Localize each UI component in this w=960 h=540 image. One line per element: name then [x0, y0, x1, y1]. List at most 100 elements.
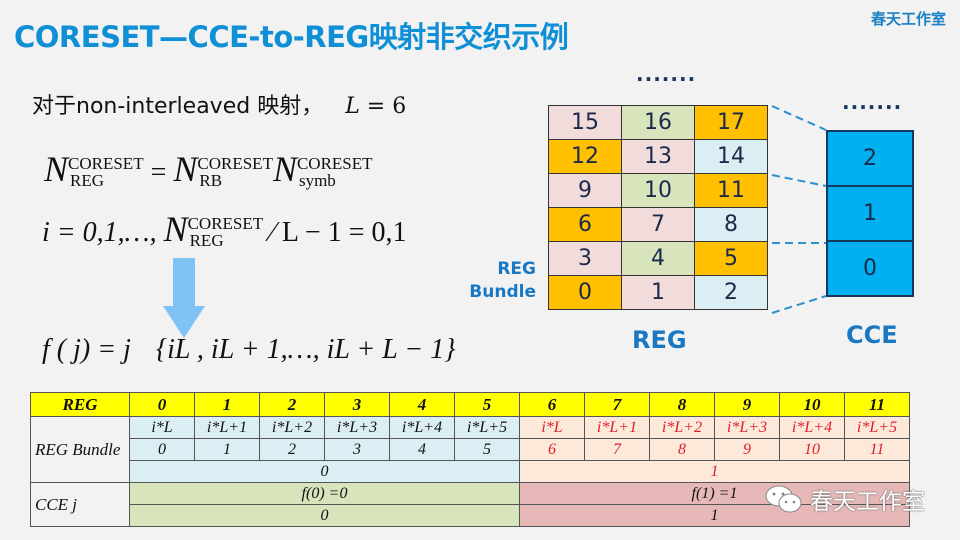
symbol-N: N: [44, 149, 69, 189]
symbol-N: N: [173, 149, 198, 189]
reg-cell: 13: [621, 139, 695, 174]
reg-grid-row: 9 10 11: [548, 173, 768, 208]
bundle-value: 1: [194, 438, 260, 461]
cce-cell: 0: [826, 240, 914, 297]
reg-index: 10: [779, 392, 845, 417]
bundle-value: 10: [779, 438, 845, 461]
bundle-formula: i*L+2: [649, 416, 715, 439]
reg-grid-row: 3 4 5: [548, 241, 768, 276]
reg-cell: 16: [621, 105, 695, 140]
reg-bundle-label-line1: REG: [497, 259, 536, 279]
reg-grid-row: 6 7 8: [548, 207, 768, 242]
cce-cell: 1: [826, 185, 914, 242]
bundle-formula: i*L+3: [324, 416, 390, 439]
reg-index: 6: [519, 392, 585, 417]
reg-cell: 2: [694, 275, 768, 310]
cce-column: 2 1 0: [826, 130, 914, 297]
table-row-cce-index: 0 1: [31, 504, 910, 527]
bundle-value: 6: [519, 438, 585, 461]
reg-index: 5: [454, 392, 520, 417]
brand-logo-text: 春天工作室: [870, 10, 946, 28]
reg-grid-row: 15 16 17: [548, 105, 768, 140]
cce-column-label: CCE: [846, 321, 898, 349]
bundle-value: 4: [389, 438, 455, 461]
bundle-formula: i*L+3: [714, 416, 780, 439]
reg-cell: 0: [548, 275, 622, 310]
reg-bundle-label-line2: Bundle: [469, 282, 536, 302]
reg-cell: 10: [621, 173, 695, 208]
table-row-bundle-values: 0 1 2 3 4 5 6 7 8 9 10 11: [31, 438, 910, 461]
reg-cell: 7: [621, 207, 695, 242]
reg-index: 1: [194, 392, 260, 417]
row-label-reg-bundle: REG Bundle: [30, 416, 130, 483]
bundle-value: 8: [649, 438, 715, 461]
symbol-N: N: [163, 209, 188, 249]
reg-index: 7: [584, 392, 650, 417]
bundle-value: 5: [454, 438, 520, 461]
reg-index: 3: [324, 392, 390, 417]
watermark: 春天工作室: [764, 482, 925, 516]
reg-grid-row: 0 1 2: [548, 275, 768, 310]
reg-ellipsis: .......: [636, 62, 697, 86]
reg-cell: 14: [694, 139, 768, 174]
superscript: CORESET: [296, 153, 373, 173]
bundle-value: 11: [844, 438, 910, 461]
reg-index: 8: [649, 392, 715, 417]
row-label-cce-j: CCE j: [30, 482, 130, 527]
bundle-formula: i*L: [519, 416, 585, 439]
superscript: CORESET: [68, 153, 144, 173]
down-arrow-icon: [163, 258, 205, 338]
cce-ellipsis: .......: [842, 90, 903, 114]
mapping-table: REG 0 1 2 3 4 5 6 7 8 9 10 11 REG Bundle…: [30, 392, 910, 527]
table-row-bundle-index: 0 1: [31, 460, 910, 483]
bundle-value: 0: [129, 438, 195, 461]
wechat-icon: [765, 485, 802, 513]
reg-cell: 17: [694, 105, 768, 140]
subscript: REG: [189, 230, 224, 250]
reg-cell: 6: [548, 207, 622, 242]
bundle-formula: i*L+5: [844, 416, 910, 439]
bundle-formula: i*L+1: [194, 416, 260, 439]
math-eq-value: = 6: [359, 94, 407, 119]
header-label: REG: [30, 392, 130, 417]
reg-index: 11: [844, 392, 910, 417]
cce-cell: 2: [826, 130, 914, 187]
bundle-index: 0: [129, 460, 520, 483]
subscript: RB: [199, 170, 223, 190]
reg-index: 4: [389, 392, 455, 417]
function-def: f ( j) = j: [42, 334, 131, 365]
reg-cell: 12: [548, 139, 622, 174]
bundle-value: 7: [584, 438, 650, 461]
cce-function: f(0) =0: [129, 482, 520, 505]
reg-grid: 15 16 17 12 13 14 9 10 11 6 7 8 3 4 5 0 …: [548, 105, 768, 310]
reg-cell: 1: [621, 275, 695, 310]
subscript: symb: [298, 170, 336, 190]
cce-index: 0: [129, 504, 520, 527]
bundle-formula: i*L: [129, 416, 195, 439]
reg-cell: 11: [694, 173, 768, 208]
reg-cell: 4: [621, 241, 695, 276]
reg-cell: 15: [548, 105, 622, 140]
reg-index: 0: [129, 392, 195, 417]
superscript: CORESET: [187, 213, 264, 233]
table-row-bundle-formula: REG Bundle i*L i*L+1 i*L+2 i*L+3 i*L+4 i…: [30, 416, 910, 483]
bundle-formula: i*L+4: [779, 416, 845, 439]
table-header-row: REG 0 1 2 3 4 5 6 7 8 9 10 11: [30, 392, 910, 417]
reg-cell: 5: [694, 241, 768, 276]
equals: =: [143, 157, 174, 188]
reg-grid-row: 12 13 14: [548, 139, 768, 174]
superscript: CORESET: [197, 153, 273, 173]
intro-line: 对于non-interleaved 映射，L = 6: [32, 88, 406, 120]
bundle-formula: i*L+5: [454, 416, 520, 439]
cce-function: f(1) =1: [519, 482, 910, 505]
bundle-index: 1: [519, 460, 910, 483]
reg-index: 2: [259, 392, 325, 417]
bundle-formula: i*L+1: [584, 416, 650, 439]
watermark-text: 春天工作室: [810, 489, 925, 515]
formula-f-of-j: f ( j) = j {iL , iL + 1,…, iL + L − 1}: [42, 334, 455, 366]
reg-cell: 3: [548, 241, 622, 276]
cce-index: 1: [519, 504, 910, 527]
